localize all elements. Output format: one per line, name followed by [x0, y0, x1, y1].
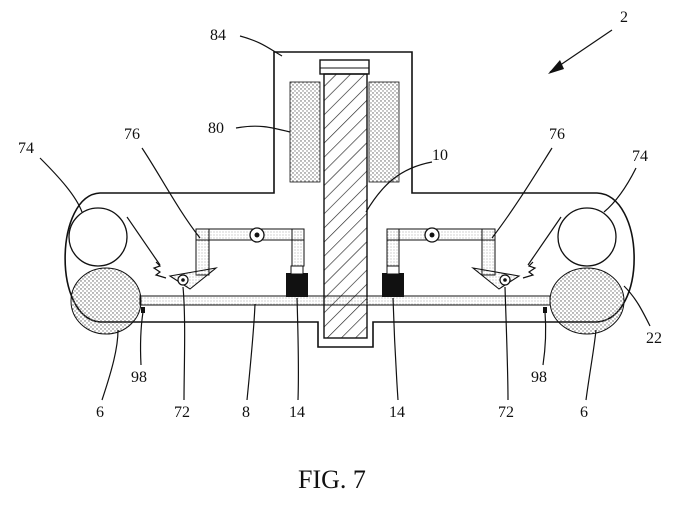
- ref-98-right-label: 98: [531, 369, 547, 386]
- leader-8: [247, 304, 255, 400]
- contact-left: [286, 273, 308, 297]
- wheel-right: [558, 208, 616, 266]
- ref-80-label: 80: [208, 120, 224, 137]
- plunger-cap: [320, 60, 369, 74]
- leader-74-left: [40, 158, 82, 212]
- ref-72-right-label: 72: [498, 404, 514, 421]
- lever-arm-right-top: [387, 229, 495, 240]
- leader-98-left: [141, 312, 143, 365]
- leader-6-right: [586, 330, 596, 400]
- ref-10-label: 10: [432, 147, 448, 164]
- leader-14-left: [297, 298, 298, 400]
- ref-74-left-label: 74: [18, 140, 34, 157]
- coil-right: [369, 82, 399, 182]
- lever-arm-right-post: [387, 229, 399, 266]
- ref-2-label: 2: [620, 9, 628, 26]
- wheel-left: [69, 208, 127, 266]
- contact-right: [382, 273, 404, 297]
- ref-6-left-label: 6: [96, 404, 104, 421]
- leader-84: [240, 36, 282, 56]
- figure-caption: FIG. 7: [298, 465, 366, 494]
- ref-14-right-label: 14: [389, 404, 405, 421]
- pad-right: [550, 268, 624, 334]
- leader-6-left: [102, 330, 118, 400]
- lever-pivot-right-center: [430, 233, 435, 238]
- contact-left-neck: [291, 266, 303, 274]
- leader-98-right: [543, 312, 546, 365]
- ref-84-label: 84: [210, 27, 226, 44]
- ref-8-label: 8: [242, 404, 250, 421]
- ref-6-right-label: 6: [580, 404, 588, 421]
- ref-22-label: 22: [646, 330, 662, 347]
- leader-14-right: [393, 298, 398, 400]
- ref-74-right-label: 74: [632, 148, 648, 165]
- latch-left: [170, 268, 216, 289]
- latch-pivot-right-center: [503, 278, 507, 282]
- latch-pivot-left-center: [181, 278, 185, 282]
- linkage-left: [127, 217, 160, 265]
- membrane: [140, 296, 550, 305]
- leader-22: [624, 286, 650, 326]
- ref-72-left-label: 72: [174, 404, 190, 421]
- linkage-right: [528, 217, 561, 265]
- latch-right: [473, 268, 519, 289]
- coil-left: [290, 82, 320, 182]
- ref-98-left-label: 98: [131, 369, 147, 386]
- contact-right-neck: [387, 266, 399, 274]
- ref-76-right-label: 76: [549, 126, 565, 143]
- ref-14-left-label: 14: [289, 404, 305, 421]
- ref-2-arrowhead: [548, 60, 564, 74]
- lever-pivot-left-center: [255, 233, 260, 238]
- ref-76-left-label: 76: [124, 126, 140, 143]
- leader-80: [236, 126, 290, 132]
- pad-left: [71, 268, 141, 334]
- lever-arm-left-post: [292, 229, 304, 266]
